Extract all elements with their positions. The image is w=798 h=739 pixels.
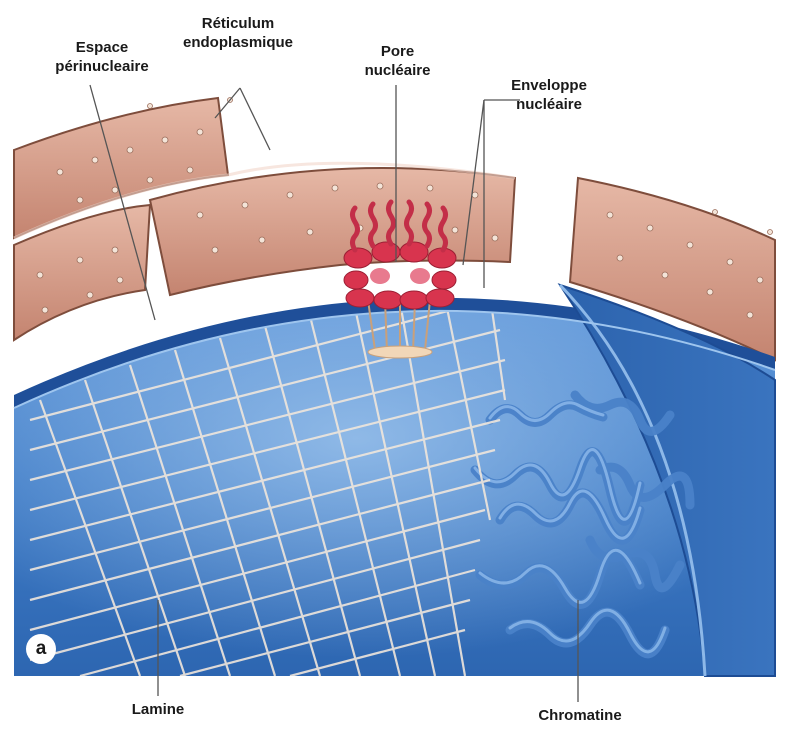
label-pore-nucleaire: Pore nucléaire xyxy=(364,43,431,79)
endoplasmic-reticulum xyxy=(13,96,776,362)
label-enveloppe-nucleaire: Enveloppe nucléaire xyxy=(511,77,587,113)
nucleus xyxy=(14,283,776,677)
label-lamine: Lamine xyxy=(131,701,185,718)
panel-letter: a xyxy=(26,634,56,664)
ribosomes xyxy=(36,97,773,319)
chromatin-highlights xyxy=(473,401,667,654)
label-reticulum-endoplasmique: Réticulum endoplasmique xyxy=(182,15,294,51)
leader-lines xyxy=(89,84,579,702)
label-espace-perinucleaire: Espace périnucleaire xyxy=(55,39,149,75)
nuclear-pore-complex xyxy=(343,199,457,359)
nuclear-envelope xyxy=(13,309,776,409)
label-chromatine: Chromatine xyxy=(538,707,622,724)
